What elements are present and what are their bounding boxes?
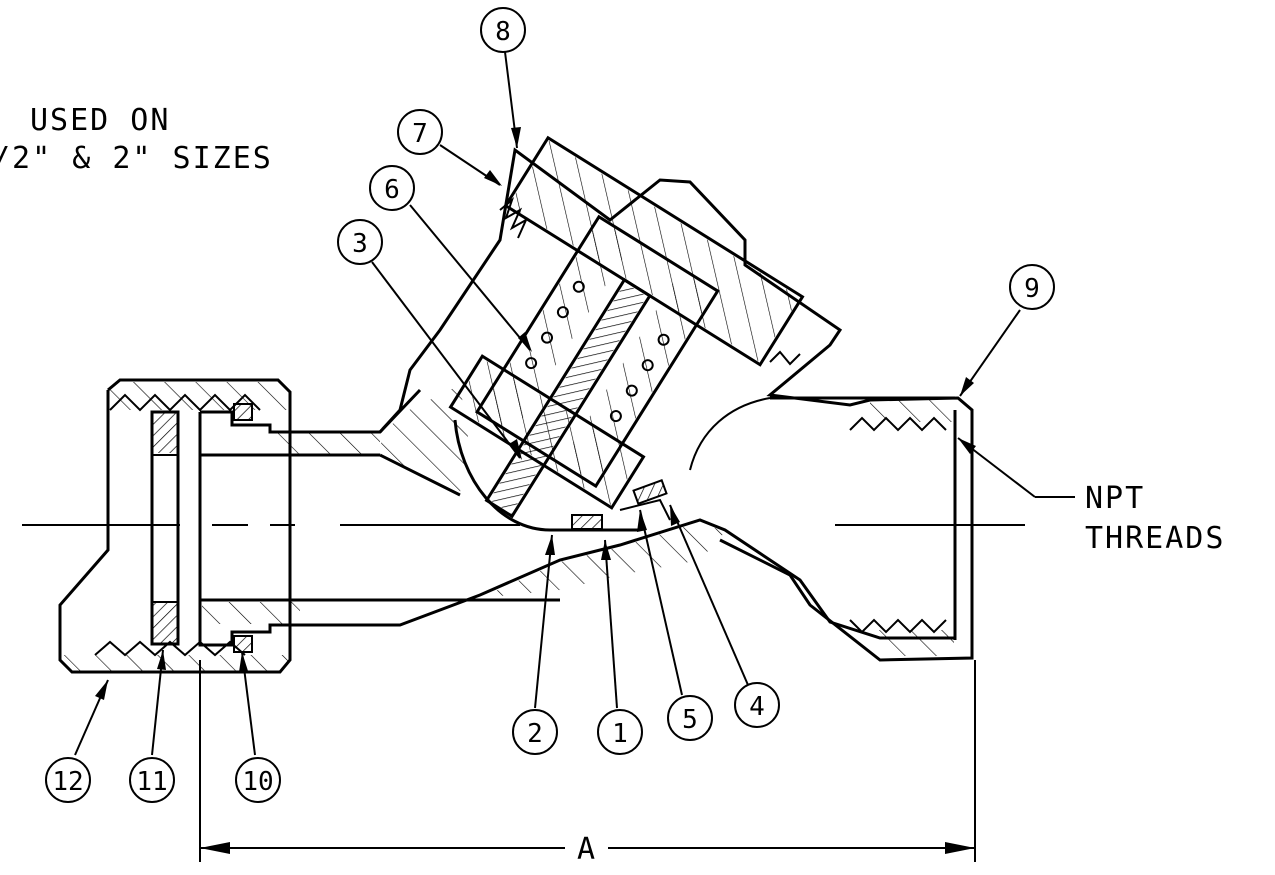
svg-text:10: 10 xyxy=(242,767,273,797)
balloons: 8 7 6 3 9 2 1 5 xyxy=(45,7,1055,803)
balloon-4: 4 xyxy=(734,682,780,728)
svg-text:6: 6 xyxy=(384,175,400,205)
balloon-1: 1 xyxy=(597,709,643,755)
washer xyxy=(150,410,180,646)
svg-text:12: 12 xyxy=(52,767,83,797)
balloon-5: 5 xyxy=(667,695,713,741)
dimension-label: A xyxy=(577,832,595,867)
svg-text:1: 1 xyxy=(612,719,628,749)
svg-text:4: 4 xyxy=(749,692,765,722)
note-line-1: USED ON xyxy=(30,103,170,138)
svg-text:3: 3 xyxy=(352,229,368,259)
svg-text:2: 2 xyxy=(527,719,543,749)
note-text: USED ON /2" & 2" SIZES xyxy=(0,103,273,176)
balloon-12: 12 xyxy=(45,757,91,803)
balloon-6: 6 xyxy=(369,165,415,211)
thread-callout-line-1: NPT xyxy=(1085,481,1145,516)
svg-text:9: 9 xyxy=(1024,274,1040,304)
tailpiece xyxy=(198,388,560,653)
thread-callout-line-2: THREADS xyxy=(1085,521,1225,556)
svg-text:7: 7 xyxy=(412,119,428,149)
balloon-2: 2 xyxy=(512,709,558,755)
svg-text:5: 5 xyxy=(682,705,698,735)
svg-text:11: 11 xyxy=(136,767,167,797)
balloon-7: 7 xyxy=(397,109,443,155)
svg-text:8: 8 xyxy=(495,17,511,47)
dimension-a: A xyxy=(199,660,976,867)
leader-lines xyxy=(74,51,1021,756)
balloon-3: 3 xyxy=(337,219,383,265)
thread-callout: NPT THREADS xyxy=(957,437,1225,556)
note-line-2: /2" & 2" SIZES xyxy=(0,141,273,176)
balloon-8: 8 xyxy=(480,7,526,53)
balloon-10: 10 xyxy=(235,757,281,803)
balloon-11: 11 xyxy=(129,757,175,803)
balloon-9: 9 xyxy=(1009,264,1055,310)
bonnet xyxy=(448,135,805,519)
seat-disc xyxy=(453,419,671,532)
